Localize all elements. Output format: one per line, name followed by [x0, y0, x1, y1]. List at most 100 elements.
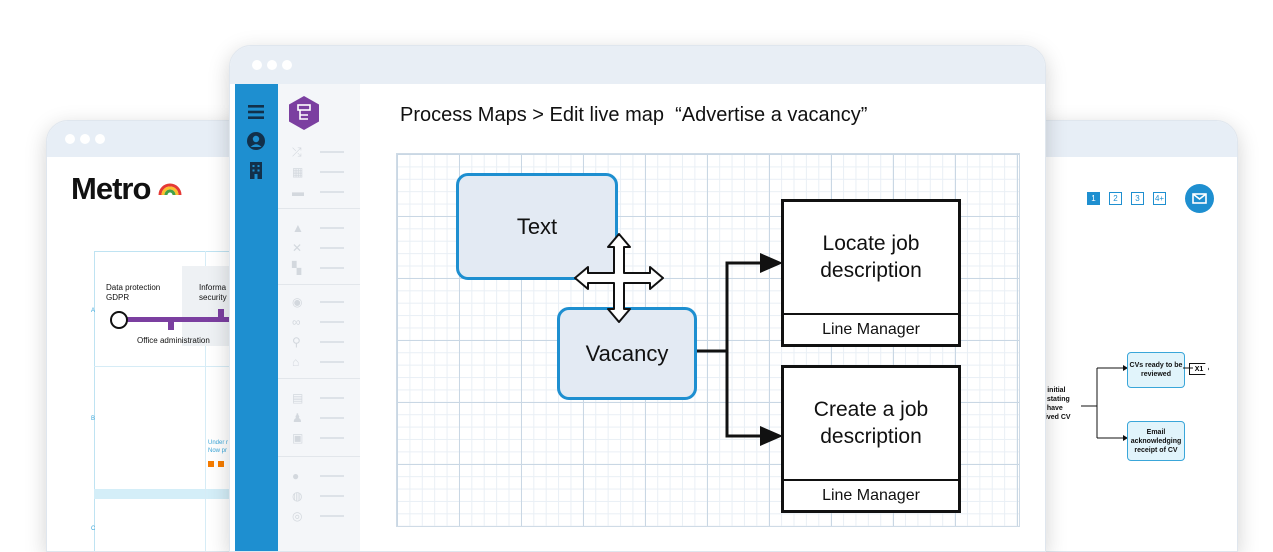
- nav-placeholder: [320, 397, 344, 399]
- station-label-line: Informa: [199, 283, 227, 292]
- nav-placeholder: [320, 267, 344, 269]
- status-note-line: Under r: [208, 440, 229, 446]
- nav-placeholder: [320, 361, 344, 363]
- chat-icon[interactable]: ◍: [292, 489, 303, 503]
- shapes-icon[interactable]: ▲: [292, 221, 304, 235]
- page-button-3[interactable]: 3: [1131, 192, 1144, 205]
- mail-icon: [1192, 193, 1207, 204]
- metro-stop-tick: [218, 309, 224, 319]
- lane-label-c: C: [91, 526, 96, 532]
- email-button[interactable]: [1185, 184, 1214, 213]
- nav-placeholder: [320, 417, 344, 419]
- flow-icon[interactable]: ⤮: [292, 145, 302, 159]
- window-controls: [65, 134, 105, 144]
- badge-x1: X1: [1189, 363, 1209, 375]
- vacancy-node-label: Vacancy: [585, 340, 669, 366]
- breadcrumb: Process Maps > Edit live map “Advertise …: [400, 104, 868, 126]
- nav-placeholder: [320, 227, 344, 229]
- partial-line: eived CV: [1041, 414, 1071, 421]
- station-label-line: security: [199, 293, 227, 302]
- nav-placeholder: [320, 475, 344, 477]
- station-label-line: GDPR: [106, 293, 130, 302]
- locate-job-task[interactable]: Locate job description Line Manager: [781, 199, 961, 347]
- partial-line: d initial: [1041, 387, 1066, 394]
- home-icon[interactable]: ⌂: [292, 355, 300, 369]
- metro-stop-tick: [168, 320, 174, 330]
- secondary-sidebar: ⤮ ▦ ▬ ▲ ✕ ▚ ◉ ∞ ⚲ ⌂ ▤ ♟ ▣ ● ◍ ◎: [278, 84, 360, 551]
- metro-start-station[interactable]: [110, 311, 128, 329]
- money-icon[interactable]: ▣: [292, 431, 304, 445]
- lane-label-b: B: [91, 416, 96, 422]
- nav-placeholder: [320, 191, 344, 193]
- link-icon[interactable]: ∞: [292, 315, 301, 329]
- headset-icon[interactable]: ◎: [292, 509, 303, 523]
- station-label-office-admin: Office administration: [137, 336, 210, 345]
- nav-divider: [278, 284, 360, 285]
- text-node[interactable]: Text: [456, 173, 618, 280]
- status-note: Under r Now pr: [208, 439, 228, 455]
- nav-placeholder: [320, 495, 344, 497]
- station-label-line: Data protection: [106, 283, 161, 292]
- building-icon[interactable]: [246, 160, 266, 180]
- grid-icon[interactable]: ▦: [292, 165, 304, 179]
- page-button-2[interactable]: 2: [1109, 192, 1122, 205]
- app-logo-icon[interactable]: [287, 95, 321, 131]
- partial-process-box: d initial il stating e have eived CV: [1041, 386, 1071, 422]
- id-card-icon[interactable]: ▤: [292, 391, 304, 405]
- metro-canvas: [94, 251, 287, 551]
- user-icon[interactable]: [246, 131, 266, 151]
- status-dot: [218, 461, 224, 467]
- nav-placeholder: [320, 321, 344, 323]
- status-dot: [208, 461, 214, 467]
- nav-placeholder: [320, 247, 344, 249]
- create-job-task[interactable]: Create a job description Line Manager: [781, 365, 961, 513]
- lane-divider: [94, 366, 287, 367]
- tools-icon[interactable]: ✕: [292, 241, 303, 255]
- metro-logo: Metro: [71, 171, 151, 207]
- search-icon[interactable]: ⚲: [292, 335, 301, 349]
- lane-divider-vertical: [205, 251, 206, 551]
- status-note-line: Now pr: [208, 448, 228, 454]
- cvs-ready-box[interactable]: CVs ready to be reviewed: [1127, 352, 1185, 388]
- lane-band: [94, 489, 287, 499]
- locate-job-role: Line Manager: [784, 313, 958, 344]
- page-button-1[interactable]: 1: [1087, 192, 1100, 205]
- nav-placeholder: [320, 437, 344, 439]
- partial-line: e have: [1041, 405, 1063, 412]
- nav-divider: [278, 378, 360, 379]
- nav-placeholder: [320, 171, 344, 173]
- connector-arrows: [697, 253, 783, 446]
- connector: [1183, 367, 1193, 369]
- main-window: ⤮ ▦ ▬ ▲ ✕ ▚ ◉ ∞ ⚲ ⌂ ▤ ♟ ▣ ● ◍ ◎ Process …: [229, 45, 1046, 552]
- logo-text: Metro: [71, 171, 151, 206]
- lane-label-a: A: [91, 308, 96, 314]
- page-button-4-plus[interactable]: 4+: [1153, 192, 1166, 205]
- team-icon[interactable]: ♟: [292, 411, 303, 425]
- nav-placeholder: [320, 341, 344, 343]
- partial-line: il stating: [1041, 396, 1070, 403]
- window-controls: [252, 60, 292, 70]
- main-window-titlebar: [230, 46, 1045, 84]
- email-acknowledge-box[interactable]: Email acknowledging receipt of CV: [1127, 421, 1185, 461]
- nav-placeholder: [320, 151, 344, 153]
- station-label-information-security: Informa security: [199, 283, 227, 303]
- widgets-icon[interactable]: ▚: [292, 261, 302, 275]
- nav-placeholder: [320, 515, 344, 517]
- metro-line: [113, 317, 243, 322]
- create-job-label: Create a job description: [813, 398, 929, 448]
- flow-connectors: [1081, 365, 1128, 441]
- help-icon[interactable]: ●: [292, 469, 300, 483]
- text-node-label: Text: [516, 213, 558, 239]
- create-job-role: Line Manager: [784, 479, 958, 510]
- nav-divider: [278, 456, 360, 457]
- menu-icon[interactable]: [246, 102, 266, 122]
- locate-job-label: Locate job description: [820, 232, 922, 282]
- primary-sidebar: [235, 84, 278, 551]
- station-label-data-protection: Data protection GDPR: [106, 283, 160, 303]
- nav-placeholder: [320, 301, 344, 303]
- database-icon[interactable]: ◉: [292, 295, 303, 309]
- calendar-icon[interactable]: ▬: [292, 185, 304, 199]
- logo-rainbow-icon: [158, 183, 182, 196]
- move-cursor-icon[interactable]: [574, 233, 664, 323]
- nav-divider: [278, 208, 360, 209]
